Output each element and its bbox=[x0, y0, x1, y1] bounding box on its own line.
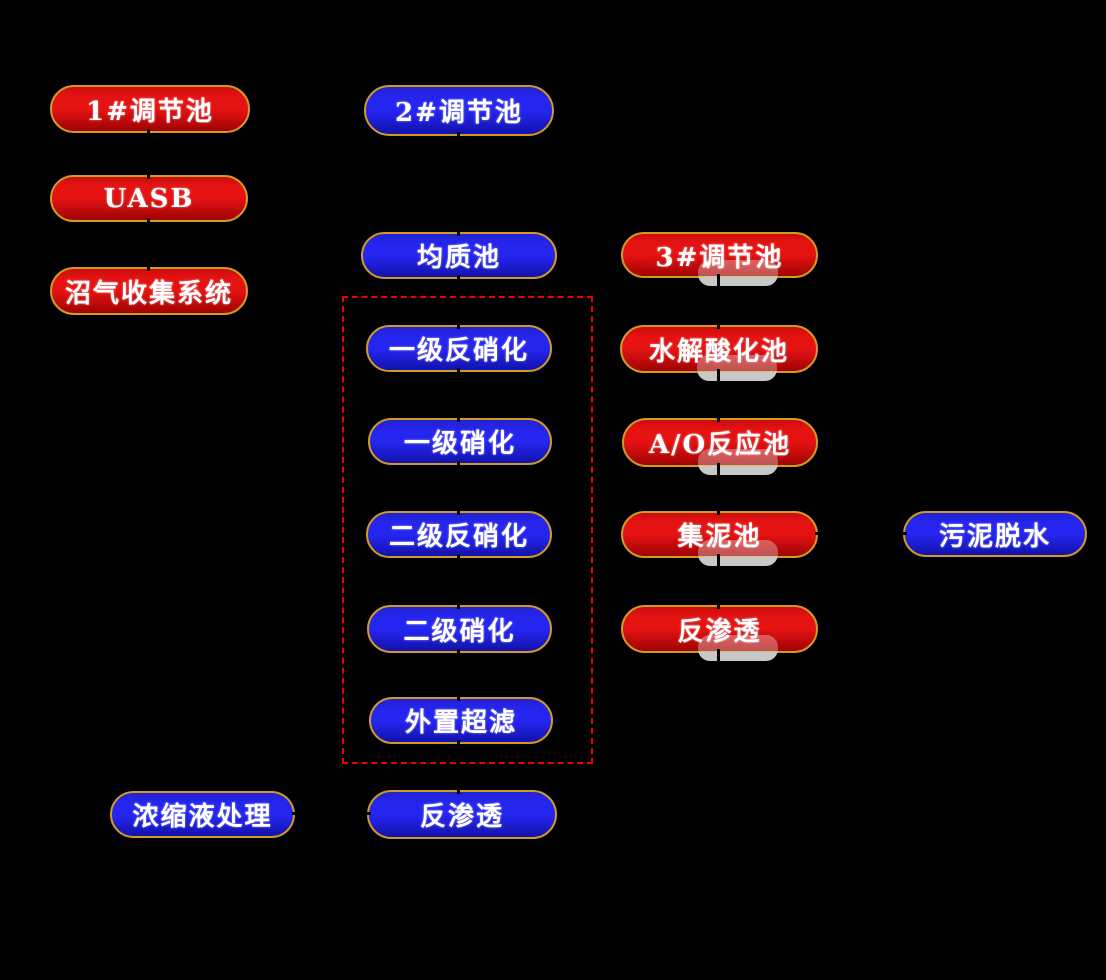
stage-group-outline bbox=[342, 296, 593, 764]
node-label: 污泥脱水 bbox=[938, 521, 1051, 552]
connector-line bbox=[147, 218, 150, 271]
connector-tab bbox=[697, 260, 778, 286]
node-external-ultrafiltration[interactable]: 外置超滤 bbox=[369, 697, 553, 744]
connector-line bbox=[292, 812, 371, 815]
node-nitrification-stage-1[interactable]: 一级硝化 bbox=[368, 418, 552, 465]
node-concentrate-treatment[interactable]: 浓缩液处理 bbox=[110, 791, 295, 838]
node-label: 均质池 bbox=[416, 243, 501, 273]
node-label: 二级反硝化 bbox=[388, 522, 529, 552]
connector-line bbox=[147, 129, 150, 179]
node-label: 沼气收集系统 bbox=[64, 278, 233, 309]
node-label: 浓缩液处理 bbox=[132, 802, 273, 832]
connector-tab bbox=[697, 635, 778, 661]
connector-line bbox=[717, 463, 720, 515]
node-reverse-osmosis-bottom[interactable]: 反渗透 bbox=[367, 790, 557, 839]
node-biogas-collection-system[interactable]: 沼气收集系统 bbox=[50, 267, 248, 315]
connector-tab bbox=[697, 355, 777, 381]
connector-line bbox=[815, 532, 907, 535]
connector-tab bbox=[698, 449, 778, 475]
connector-line bbox=[457, 368, 460, 422]
connector-line bbox=[457, 461, 460, 515]
connector-line bbox=[457, 740, 460, 794]
node-equalization-tank[interactable]: 均质池 bbox=[361, 232, 557, 279]
node-label: UASB bbox=[103, 183, 195, 214]
node-label: 1#调节池 bbox=[86, 96, 214, 127]
connector-line bbox=[717, 369, 720, 422]
node-label: 一级反硝化 bbox=[388, 336, 529, 366]
node-label: 二级硝化 bbox=[403, 616, 516, 647]
node-label: 2#调节池 bbox=[395, 98, 523, 128]
connector-line bbox=[457, 554, 460, 609]
node-denitrification-stage-2[interactable]: 二级反硝化 bbox=[366, 511, 552, 558]
connector-tab bbox=[697, 540, 778, 566]
node-label: 反渗透 bbox=[419, 802, 504, 832]
node-nitrification-stage-2[interactable]: 二级硝化 bbox=[367, 605, 552, 653]
connector-line bbox=[457, 649, 460, 701]
node-sludge-dewatering[interactable]: 污泥脱水 bbox=[903, 511, 1087, 557]
connector-line bbox=[717, 649, 720, 663]
node-label: 外置超滤 bbox=[404, 708, 517, 738]
node-tank-2[interactable]: 2#调节池 bbox=[364, 85, 554, 136]
connector-line bbox=[457, 275, 460, 329]
node-uasb[interactable]: UASB bbox=[50, 175, 248, 222]
connector-line bbox=[457, 132, 460, 236]
connector-line bbox=[717, 274, 720, 329]
node-tank-1[interactable]: 1#调节池 bbox=[50, 85, 250, 133]
node-label: 一级硝化 bbox=[403, 429, 516, 459]
node-denitrification-stage-1[interactable]: 一级反硝化 bbox=[366, 325, 552, 372]
connector-line bbox=[717, 554, 720, 609]
